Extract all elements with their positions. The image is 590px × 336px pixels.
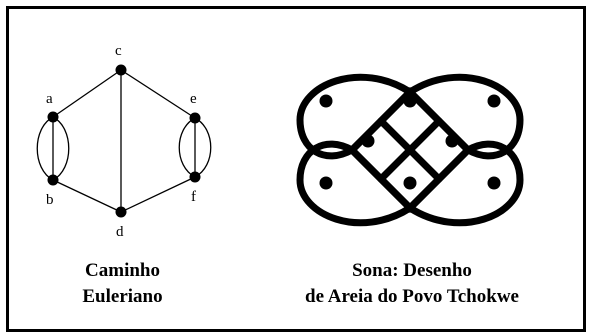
node-label-a: a	[46, 91, 53, 107]
graph-node-labels: a b c d e f	[46, 43, 197, 240]
node-d	[115, 206, 127, 218]
node-label-c: c	[115, 43, 122, 59]
graph-caption-line2: Euleriano	[82, 286, 163, 307]
node-label-d: d	[116, 224, 124, 240]
edge-a-b-right	[52, 116, 70, 181]
sona-drawing	[296, 73, 524, 227]
node-label-f: f	[191, 189, 196, 205]
sona-caption-line2: de Areia do Povo Tchokwe	[305, 286, 519, 307]
node-label-e: e	[190, 91, 197, 107]
edge-e-f-left	[178, 117, 196, 178]
sona-dots	[319, 94, 501, 190]
graph-nodes	[47, 64, 201, 218]
sona-dot-1	[319, 94, 333, 108]
node-b	[47, 174, 59, 186]
node-e	[189, 112, 201, 124]
node-a	[47, 111, 59, 123]
node-c	[115, 64, 127, 76]
sona-dot-6	[319, 176, 333, 190]
edge-b-d	[52, 179, 122, 213]
eulerian-graph	[36, 69, 212, 213]
edge-c-e	[120, 69, 196, 119]
sona-dot-3	[487, 94, 501, 108]
sona-center-cross-ne-sw	[377, 117, 443, 183]
graph-caption: Caminho Euleriano	[60, 258, 185, 310]
edge-a-c	[52, 69, 122, 118]
node-label-b: b	[46, 192, 54, 208]
sona-dot-7	[403, 176, 417, 190]
sona-right-loop	[404, 73, 524, 227]
node-f	[189, 171, 201, 183]
sona-dot-8	[487, 176, 501, 190]
sona-left-loop	[296, 73, 416, 227]
sona-caption-line1: Sona: Desenho	[352, 260, 472, 281]
sona-caption: Sona: Desenho de Areia do Povo Tchokwe	[262, 258, 562, 310]
edge-d-f	[120, 176, 196, 213]
sona-dot-4	[361, 134, 375, 148]
edge-e-f-right	[194, 117, 212, 178]
sona-dot-5	[445, 134, 459, 148]
sona-dot-2	[403, 94, 417, 108]
figure-frame	[6, 6, 586, 332]
edge-a-b-left	[36, 116, 54, 181]
graph-caption-line1: Caminho	[85, 260, 160, 281]
